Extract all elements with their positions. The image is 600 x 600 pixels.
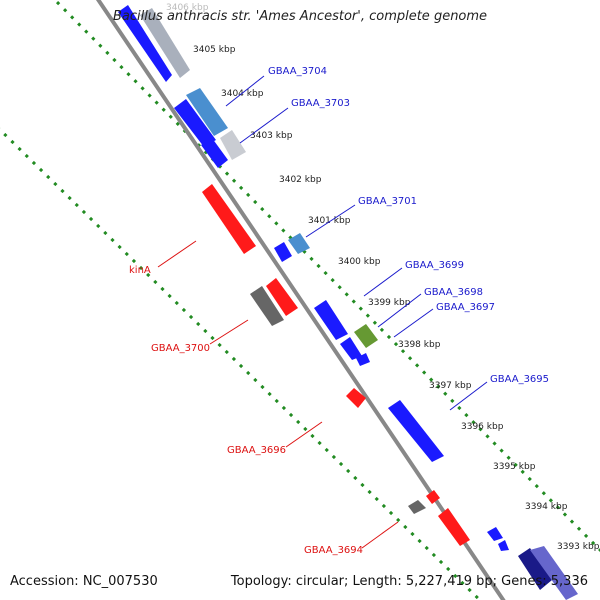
- outer-tick-guide: [52, 0, 600, 553]
- callout-line: [157, 240, 197, 268]
- gene-reverse[interactable]: [266, 278, 298, 316]
- gene-forward[interactable]: [118, 5, 172, 82]
- tick-label: 3403 kbp: [250, 131, 293, 141]
- forward-gene-labels: GBAA_3704 GBAA_3703 GBAA_3701 GBAA_3699 …: [225, 66, 549, 411]
- tick-label: 3397 kbp: [429, 381, 472, 391]
- gene-forward[interactable]: [314, 300, 348, 340]
- gene-reverse[interactable]: [250, 286, 284, 326]
- gene-forward[interactable]: [174, 99, 216, 147]
- tick-label: 3402 kbp: [279, 175, 322, 185]
- gene-forward[interactable]: [356, 353, 370, 366]
- gene-forward[interactable]: [288, 233, 310, 254]
- gene-label[interactable]: GBAA_3700: [151, 343, 210, 354]
- genome-backbone: [95, 0, 506, 600]
- gene-label[interactable]: GBAA_3703: [291, 98, 350, 109]
- gene-reverse[interactable]: [346, 388, 366, 408]
- gene-forward[interactable]: [487, 527, 503, 541]
- tick-label: 3404 kbp: [221, 89, 264, 99]
- forward-genes: [118, 5, 578, 600]
- callout-line: [377, 293, 422, 328]
- tick-label: 3396 kbp: [461, 422, 504, 432]
- callout-line: [363, 267, 403, 297]
- callout-line: [361, 521, 399, 549]
- gene-forward[interactable]: [140, 8, 190, 78]
- tick-label: 3393 kbp: [557, 542, 600, 552]
- callout-line: [239, 107, 289, 144]
- gene-reverse[interactable]: [426, 490, 440, 504]
- callout-line: [393, 308, 434, 338]
- gene-label[interactable]: kinA: [129, 265, 151, 276]
- gene-forward[interactable]: [274, 242, 292, 262]
- gene-label[interactable]: GBAA_3697: [436, 302, 495, 313]
- tick-label: 3398 kbp: [398, 340, 441, 350]
- callout-line: [285, 421, 323, 448]
- reverse-genes: [202, 184, 470, 546]
- tick-label: 3401 kbp: [308, 216, 351, 226]
- gene-reverse[interactable]: [202, 184, 256, 254]
- gene-label[interactable]: GBAA_3704: [268, 66, 327, 77]
- gene-label[interactable]: GBAA_3701: [358, 196, 417, 207]
- callout-line: [225, 75, 265, 107]
- tick-label: 3406 kbp: [166, 3, 209, 13]
- gene-forward[interactable]: [354, 324, 378, 348]
- callout-line: [209, 319, 249, 345]
- gene-label[interactable]: GBAA_3698: [424, 287, 483, 298]
- reverse-gene-labels: kinA GBAA_3700 GBAA_3696 GBAA_3694: [129, 240, 399, 556]
- gene-forward[interactable]: [388, 400, 444, 462]
- tick-label: 3400 kbp: [338, 257, 381, 267]
- gene-forward[interactable]: [220, 130, 246, 160]
- gene-forward[interactable]: [340, 337, 362, 360]
- gene-reverse[interactable]: [438, 508, 470, 546]
- tick-label: 3394 kbp: [525, 502, 568, 512]
- gene-label[interactable]: GBAA_3696: [227, 445, 286, 456]
- tick-label: 3395 kbp: [493, 462, 536, 472]
- tick-labels: 3406 kbp 3405 kbp 3404 kbp 3403 kbp 3402…: [166, 3, 600, 552]
- gene-forward[interactable]: [518, 548, 552, 590]
- inner-tick-guide: [0, 127, 482, 600]
- gene-label[interactable]: GBAA_3695: [490, 374, 549, 385]
- gene-forward[interactable]: [498, 540, 509, 551]
- topology-text: Topology: circular; Length: 5,227,419 bp…: [230, 574, 588, 589]
- tick-label: 3399 kbp: [368, 298, 411, 308]
- gene-forward[interactable]: [186, 88, 228, 136]
- gene-label[interactable]: GBAA_3694: [304, 545, 363, 556]
- gene-forward[interactable]: [201, 138, 228, 168]
- accession-text: Accession: NC_007530: [10, 574, 158, 589]
- callout-line: [449, 381, 488, 411]
- gene-label[interactable]: GBAA_3699: [405, 260, 464, 271]
- callout-line: [305, 204, 356, 238]
- gene-reverse[interactable]: [408, 500, 426, 514]
- genome-title: Bacillus anthracis str. 'Ames Ancestor',…: [112, 9, 488, 24]
- tick-label: 3405 kbp: [193, 45, 236, 55]
- gene-forward[interactable]: [530, 546, 578, 600]
